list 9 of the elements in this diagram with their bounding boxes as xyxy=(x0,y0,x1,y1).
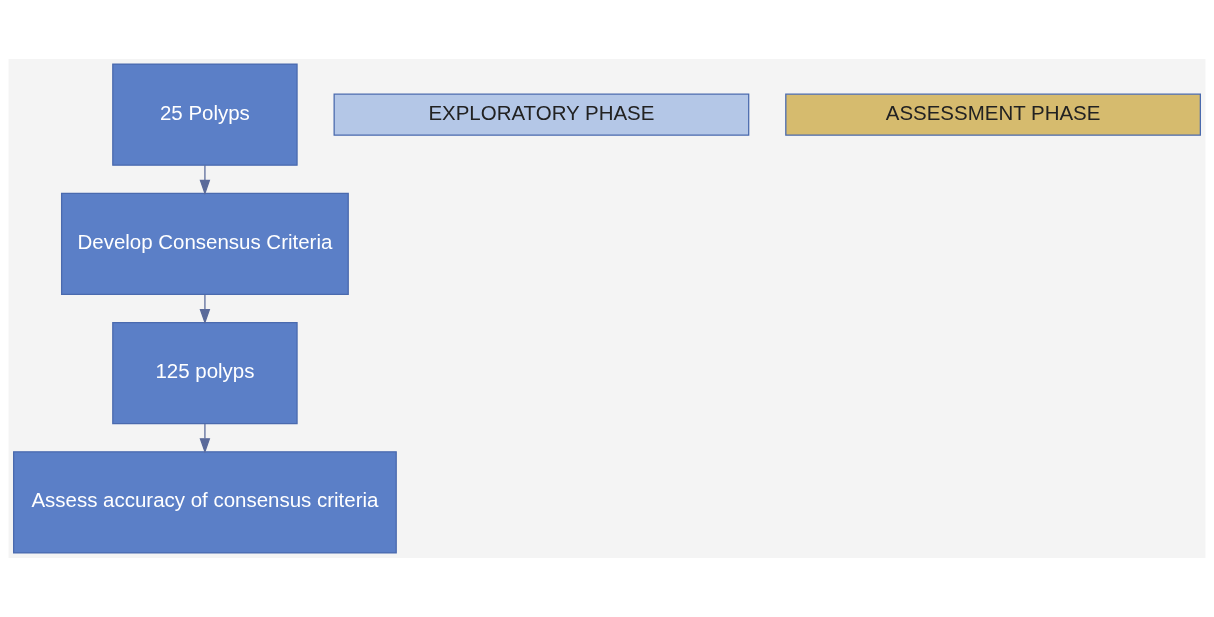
arrow xyxy=(199,293,211,325)
node-box: ASSESSMENT PHASE xyxy=(785,93,1201,136)
node-box: 125 polyps xyxy=(112,321,298,425)
node-box: 25 Polyps xyxy=(112,63,298,166)
arrow xyxy=(199,423,211,454)
node-box: Develop Consensus Criteria xyxy=(61,192,349,296)
node-box: Assess accuracy of consensus criteria xyxy=(13,451,397,554)
node-box: EXPLORATORY PHASE xyxy=(333,93,750,136)
arrow xyxy=(199,164,211,196)
